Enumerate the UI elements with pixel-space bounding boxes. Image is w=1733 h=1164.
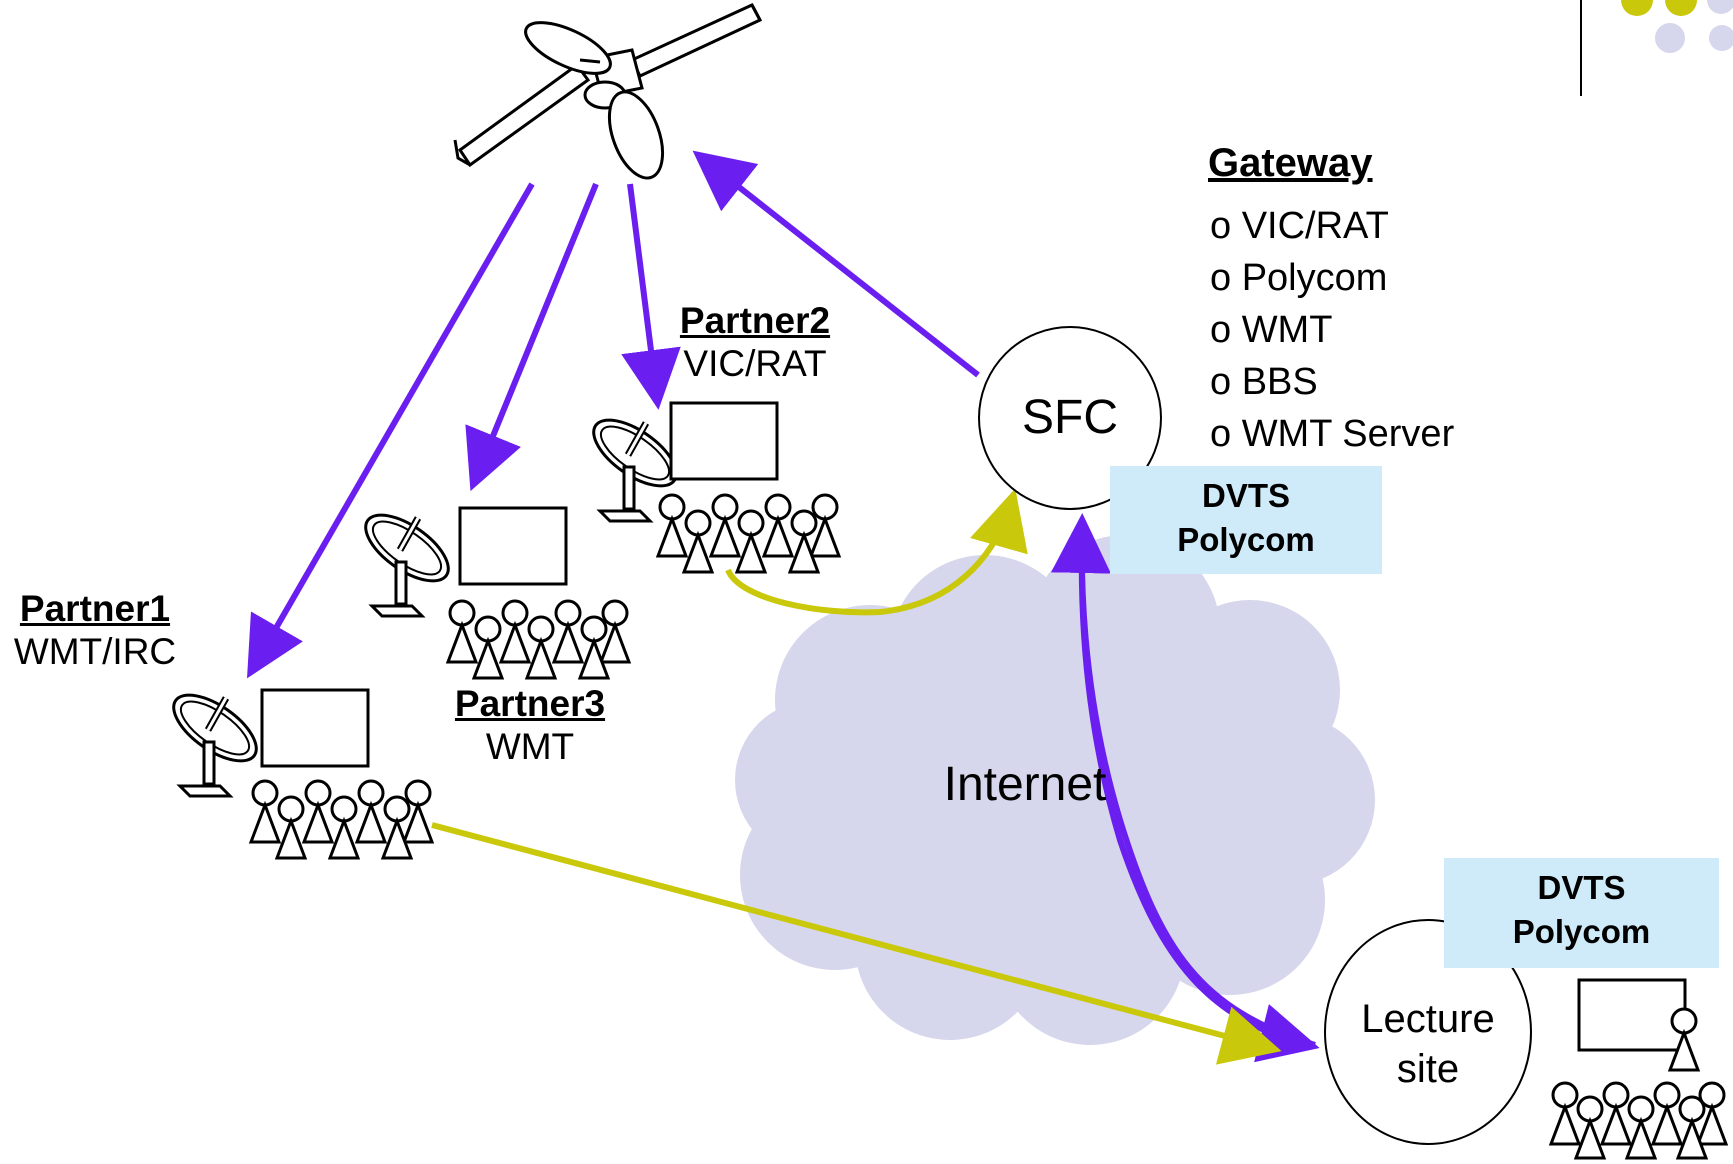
- partner2-tool: VIC/RAT: [683, 343, 827, 384]
- monitor-icon: [1577, 978, 1687, 1052]
- partner1-tool: WMT/IRC: [13, 631, 177, 672]
- satellite-icon: [453, 3, 763, 180]
- audience-icon: [446, 599, 631, 680]
- arrow-sat-to-partner2: [621, 183, 681, 410]
- gateway-list: o VIC/RAT o Polycom o WMT o BBS o WMT Se…: [1210, 200, 1454, 460]
- lecture-label: Lecture site: [1348, 994, 1508, 1094]
- partner1-site: [163, 682, 434, 860]
- sfc-node: [978, 326, 1162, 510]
- gateway-item: o WMT Server: [1210, 413, 1455, 455]
- partner2-site: [583, 401, 841, 574]
- arrow-sfc-to-sat: [692, 150, 980, 378]
- gateway-item: o WMT: [1210, 309, 1333, 351]
- satellite-dish-icon: [163, 682, 267, 796]
- lecture-line1: Lecture: [1361, 997, 1495, 1041]
- audience-icon: [249, 779, 434, 860]
- gateway-title: Gateway: [1208, 141, 1373, 185]
- partner3-tool: WMT: [485, 726, 575, 767]
- internet-label: Internet: [943, 758, 1107, 811]
- arrow-sat-to-partner3: [465, 182, 599, 492]
- lecture-box-line1: DVTS: [1537, 869, 1626, 906]
- monitor-icon: [669, 401, 779, 481]
- partner3-label: Partner3 WMT: [440, 683, 620, 769]
- arrow-partner1-to-lecture: [431, 822, 1282, 1065]
- arrow-sat-to-partner1: [247, 182, 535, 679]
- sfc-box-line1: DVTS: [1201, 477, 1290, 514]
- lecture-site: [1324, 919, 1728, 1160]
- terrestrial-links: [431, 488, 1282, 1065]
- partner1-title: Partner1: [19, 588, 171, 629]
- monitor-icon: [260, 688, 370, 768]
- cloud-icon: [735, 535, 1375, 1045]
- arrow-partner2-to-sfc: [725, 488, 1028, 616]
- sfc-box-line2: Polycom: [1177, 521, 1315, 558]
- corner-decoration: [1580, 0, 1733, 96]
- gateway-item: o BBS: [1210, 361, 1318, 403]
- monitor-icon: [458, 506, 568, 586]
- partner3-site: [355, 502, 631, 680]
- lecture-box-line2: Polycom: [1512, 913, 1651, 950]
- gateway-item: o Polycom: [1210, 257, 1388, 299]
- audience-icon: [656, 493, 841, 574]
- partner2-title: Partner2: [679, 300, 831, 341]
- satellite-dish-icon: [355, 502, 459, 616]
- sfc-label: SFC: [1022, 391, 1118, 444]
- partner3-title: Partner3: [454, 683, 606, 724]
- lecture-dvts-box: DVTS Polycom: [1444, 858, 1719, 968]
- audience-icon: [1549, 1081, 1728, 1160]
- sfc-dvts-box: DVTS Polycom: [1110, 466, 1382, 574]
- lecture-line2: site: [1396, 1047, 1460, 1091]
- partner2-label: Partner2 VIC/RAT: [665, 300, 845, 386]
- partner1-label: Partner1 WMT/IRC: [0, 588, 190, 674]
- lecture-node: [1324, 919, 1532, 1145]
- gateway-item: o VIC/RAT: [1210, 205, 1389, 247]
